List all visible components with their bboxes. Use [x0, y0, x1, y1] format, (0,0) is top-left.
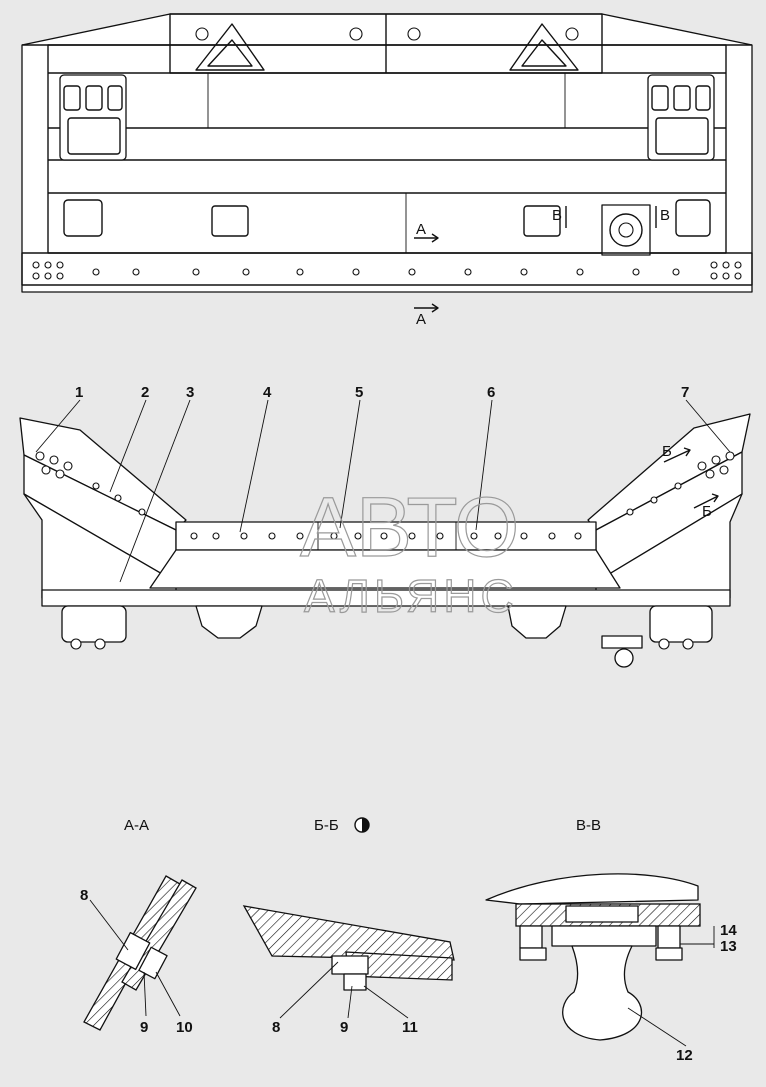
rotated-view-icon: [354, 817, 370, 833]
watermark-line-1: АВТО: [300, 480, 519, 574]
section-vv-title: В-В: [576, 817, 601, 834]
section-marker-v-right: В: [660, 207, 670, 224]
section-aa: А-А 8 9 10: [80, 817, 197, 1036]
callout-leaders: [35, 399, 731, 583]
section-marker-b-upper: Б: [662, 443, 672, 460]
callout-vv-13: 13: [720, 938, 737, 955]
callout-aa-8: 8: [80, 887, 88, 904]
section-bb-title: Б-Б: [314, 817, 339, 834]
front-view: 1 2 3 4 5 6 7 Б Б АВТО АЛЬЯНС: [19, 384, 751, 668]
hinge-bracket-left: [59, 74, 127, 161]
callout-bb-8: 8: [272, 1019, 280, 1036]
callout-2: 2: [141, 384, 149, 401]
callout-5: 5: [355, 384, 363, 401]
callout-4: 4: [263, 384, 272, 401]
bolt-row-rear: [32, 261, 742, 280]
section-marker-v-left: В: [552, 207, 562, 224]
callout-bb-11: 11: [402, 1019, 418, 1036]
section-aa-title: А-А: [124, 817, 149, 834]
callout-bb-9: 9: [340, 1019, 348, 1036]
section-marker-a-upper: А: [416, 221, 426, 238]
callout-1: 1: [75, 384, 83, 401]
watermark-line-2: АЛЬЯНС: [304, 570, 518, 622]
section-marker-a-lower: А: [416, 311, 426, 328]
callout-vv-12: 12: [676, 1047, 693, 1064]
callout-7: 7: [681, 384, 689, 401]
section-vv: В-В 14 13 12: [485, 817, 737, 1064]
callout-aa-9: 9: [140, 1019, 148, 1036]
callout-3: 3: [186, 384, 194, 401]
callout-vv-14: 14: [720, 922, 737, 939]
section-bb: Б-Б 8 9 11: [242, 817, 455, 1036]
plate-holes: [35, 451, 735, 540]
rear-view: А А В В: [21, 13, 753, 328]
callout-aa-10: 10: [176, 1019, 193, 1036]
hinge-bracket-right: [647, 74, 715, 161]
callout-6: 6: [487, 384, 495, 401]
section-marker-b-lower: Б: [702, 503, 712, 520]
